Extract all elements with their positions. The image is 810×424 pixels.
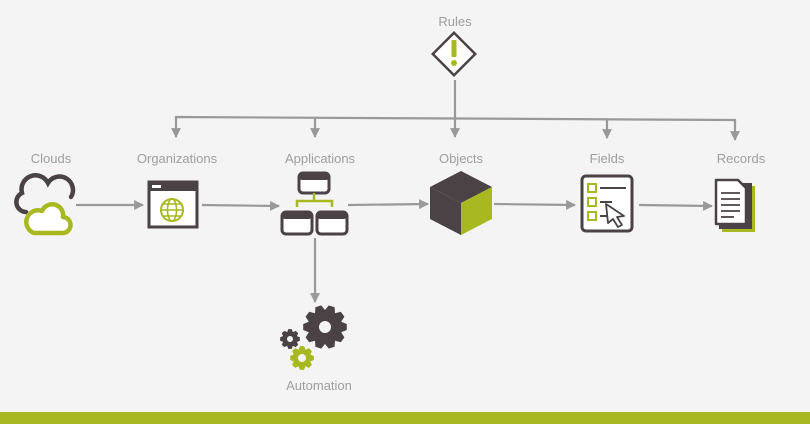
node-label-fields: Fields <box>589 151 625 166</box>
checklist-cursor-icon <box>580 174 634 233</box>
documents-icon <box>714 178 755 232</box>
gear-accent-icon <box>290 346 314 370</box>
node-label-organizations: Organizations <box>136 151 218 166</box>
app-windows-icon <box>280 171 349 236</box>
node-label-clouds: Clouds <box>30 151 72 166</box>
gears-icon <box>280 305 347 370</box>
arrow-objects-fields <box>493 199 576 210</box>
browser-globe-icon <box>147 180 199 229</box>
gear-large-icon <box>303 305 347 349</box>
warning-diamond-icon <box>431 31 477 77</box>
node-label-records: Records <box>716 151 766 166</box>
node-label-automation: Automation <box>286 378 352 393</box>
bottom-accent-bar <box>0 412 810 424</box>
gear-small-icon <box>280 329 300 349</box>
arrow-organizations-applications <box>201 200 280 211</box>
node-label-applications: Applications <box>284 151 356 166</box>
arrow-fields-records <box>638 200 713 211</box>
clouds-icon <box>14 173 76 236</box>
node-label-objects: Objects <box>438 151 484 166</box>
connectors <box>76 80 740 303</box>
node-label-rules: Rules <box>438 14 472 29</box>
arrow-applications-objects <box>347 199 429 210</box>
cube-icon <box>430 171 492 235</box>
